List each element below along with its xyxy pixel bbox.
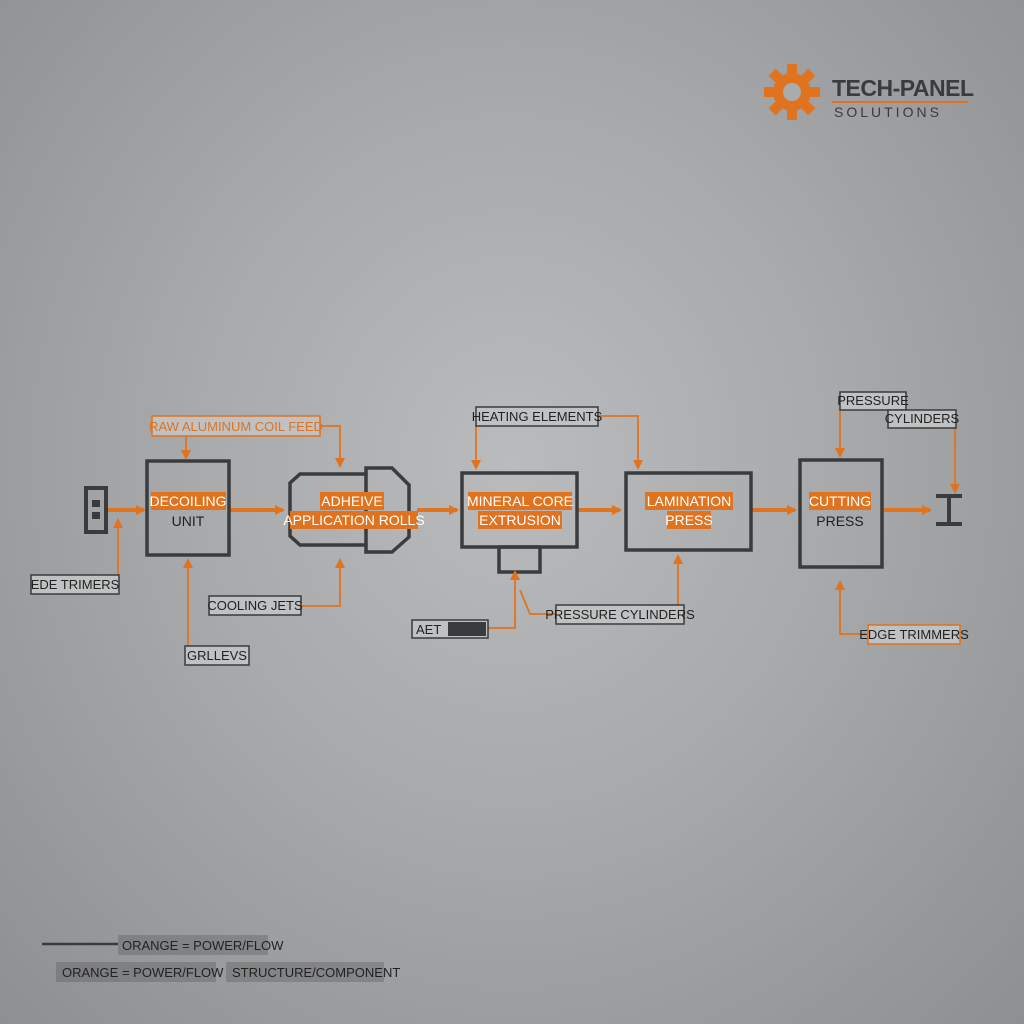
aet-label: AET	[416, 622, 441, 637]
cooling-label: COOLING JETS	[207, 598, 303, 613]
cylinders-top-label: CYLINDERS	[885, 411, 960, 426]
raw-feed-label: RAW ALUMINUM COIL FEED	[149, 419, 323, 434]
coil-input-icon	[84, 486, 108, 534]
pressure-top-label: PRESSURE	[837, 393, 909, 408]
cutting-box	[798, 458, 884, 569]
cutting-label-2: PRESS	[816, 513, 863, 529]
edge-trimmers-right-label: EDGE TRIMMERS	[859, 627, 969, 642]
lamination-box	[624, 471, 753, 552]
decoiling-box	[145, 459, 231, 557]
decoiling-label-1: DECOILING	[149, 493, 226, 509]
grill-label: GRLLEVS	[187, 648, 247, 663]
callouts: RAW ALUMINUM COIL FEED HEATING ELEMENTS …	[30, 391, 969, 666]
gear-icon	[764, 64, 820, 120]
unit-boxes	[145, 458, 884, 574]
brand-title: TECH-PANEL	[832, 75, 974, 101]
legend-structure-label: STRUCTURE/COMPONENT	[232, 965, 400, 980]
brand-subtitle: SOLUTIONS	[834, 104, 942, 120]
decoiling-label-2: UNIT	[172, 513, 205, 529]
heating-label: HEATING ELEMENTS	[472, 409, 603, 424]
legend-flow-label: ORANGE = POWER/FLOW	[62, 965, 224, 980]
adhesive-label-2: APPLICATION ROLLS	[283, 512, 424, 528]
mineral-label-2: EXTRUSION	[479, 512, 561, 528]
pressure-cylinders-label: PRESSURE CYLINDERS	[545, 607, 695, 622]
edge-trimmers-left-label: EDE TRIMERS	[31, 577, 120, 592]
adhesive-label-1: ADHEIVE	[321, 493, 382, 509]
lamination-label-1: LAMINATION	[647, 493, 732, 509]
legend-row1: ORANGE = POWER/FLOW	[122, 938, 284, 953]
unit-labels: DECOILING UNIT ADHEIVE APPLICATION ROLLS…	[149, 492, 871, 529]
lamination-label-2: PRESS	[665, 512, 712, 528]
panel-output-icon	[936, 494, 962, 526]
cutting-label-1: CUTTING	[809, 493, 871, 509]
mineral-label-1: MINERAL CORE	[467, 493, 573, 509]
callout-lines	[113, 409, 960, 648]
brand-logo: TECH-PANEL SOLUTIONS	[762, 62, 982, 122]
legend: ORANGE = POWER/FLOW ORANGE = POWER/FLOW …	[42, 935, 400, 982]
brand-rule	[832, 101, 968, 103]
mineral-base	[497, 545, 542, 574]
